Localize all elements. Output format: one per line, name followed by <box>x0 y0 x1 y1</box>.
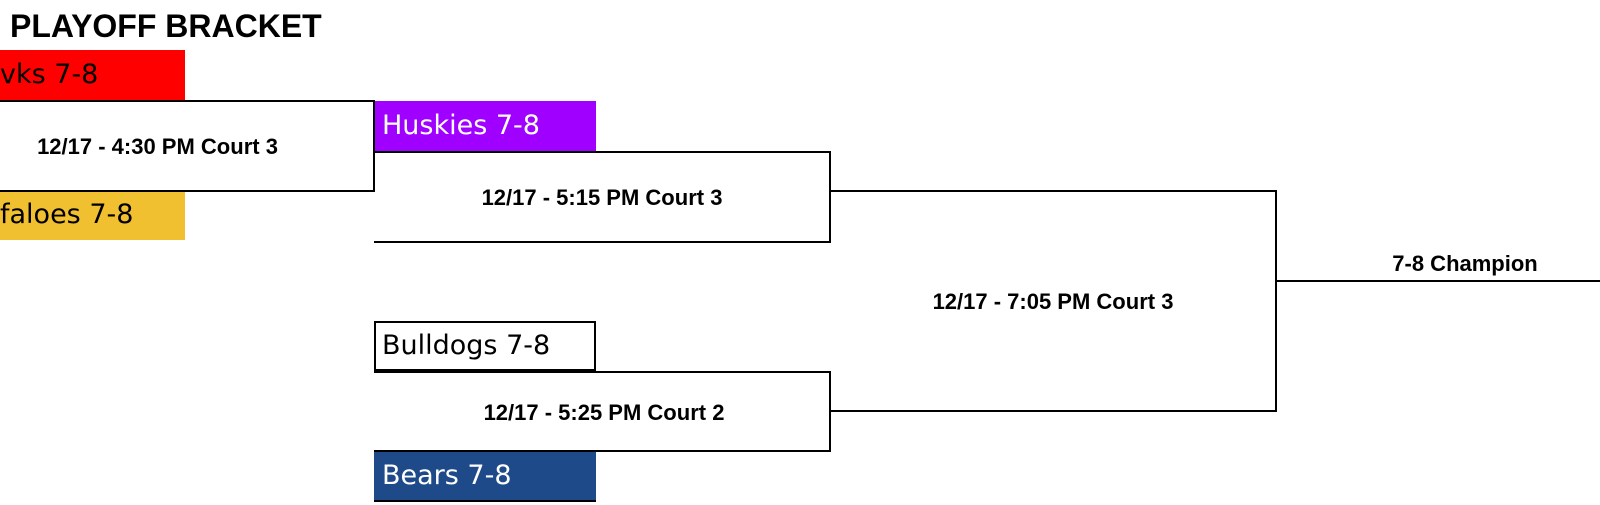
champion-label: 7-8 Champion <box>1392 251 1538 276</box>
game-label-g2: 12/17 - 5:15 PM Court 3 <box>481 185 723 210</box>
team-hawks-label: vks 7-8 <box>0 59 99 90</box>
team-buffaloes-label: faloes 7-8 <box>0 199 134 230</box>
game-label-g1: 12/17 - 4:30 PM Court 3 <box>37 134 278 159</box>
team-buffaloes: faloes 7-8 <box>0 190 185 240</box>
bracket-line-g2 <box>374 151 831 243</box>
bracket-line-final <box>830 190 1277 412</box>
page-title: PLAYOFF BRACKET <box>10 8 322 44</box>
team-huskies: Huskies 7-8 <box>374 101 596 151</box>
bracket-line-g1 <box>0 100 375 192</box>
team-hawks: vks 7-8 <box>0 50 185 100</box>
team-bears: Bears 7-8 <box>374 451 596 502</box>
game-label-g3: 12/17 - 5:25 PM Court 2 <box>483 400 725 425</box>
game-label-final: 12/17 - 7:05 PM Court 3 <box>932 289 1174 314</box>
team-bulldogs: Bulldogs 7-8 <box>374 321 596 371</box>
